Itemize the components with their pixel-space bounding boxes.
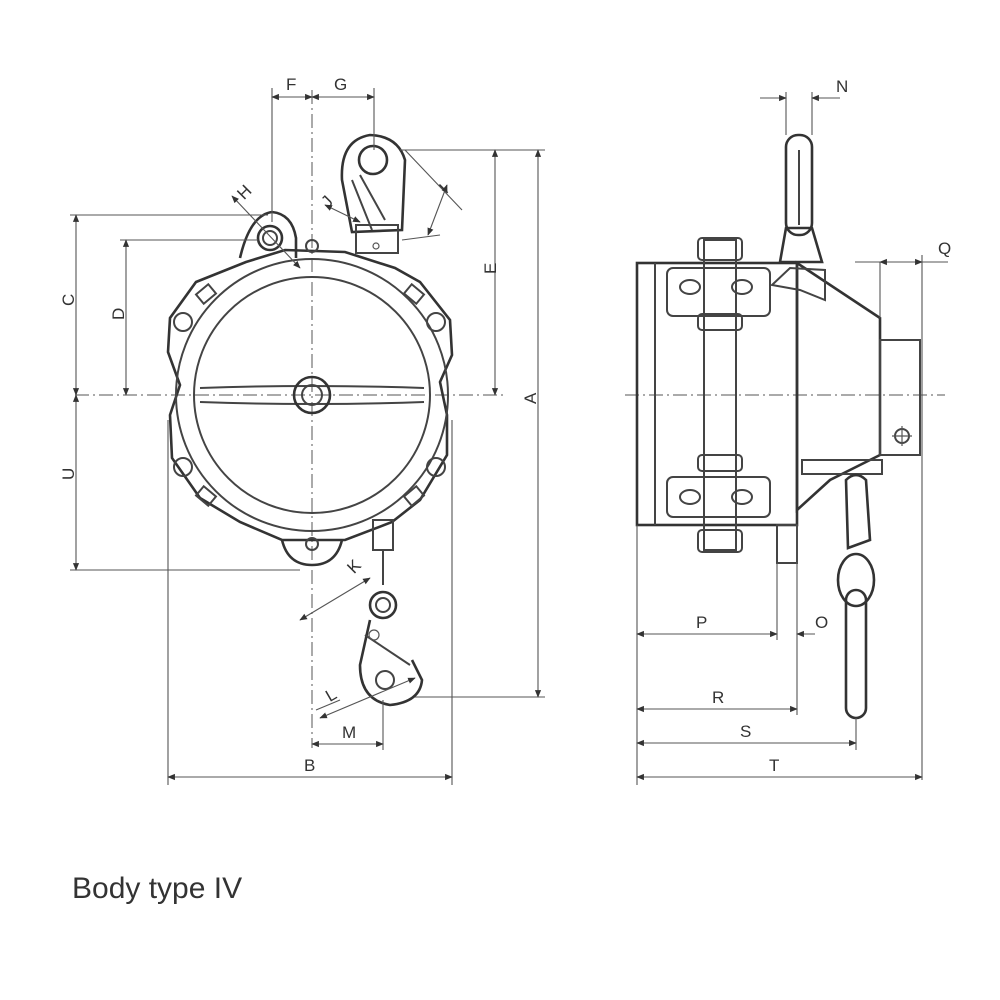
- dim-label-S: S: [740, 722, 751, 741]
- dim-label-J: J: [317, 192, 336, 211]
- dim-label-C: C: [59, 294, 78, 306]
- side-labels: N Q P O R S T: [696, 77, 951, 775]
- front-inner-drum: [193, 276, 431, 514]
- side-view: [625, 133, 945, 720]
- front-bolt-ears: [173, 282, 446, 508]
- dim-label-Q: Q: [938, 239, 951, 258]
- side-end-cover: [879, 339, 921, 456]
- top-hook-body: [340, 133, 407, 234]
- side-top-hook: [784, 133, 814, 237]
- dim-label-A: A: [521, 392, 540, 404]
- side-dimensions: [636, 92, 948, 785]
- side-bottom-block: [776, 524, 798, 564]
- front-outer-ring: [175, 258, 449, 532]
- dim-label-N: N: [836, 77, 848, 96]
- dim-label-T: T: [769, 756, 779, 775]
- bottom-hook-eye: [368, 590, 398, 620]
- front-top-bolt: [305, 239, 319, 253]
- dim-label-M: M: [342, 723, 356, 742]
- front-labels: F G H I J C D U E A K L M B: [59, 75, 540, 775]
- front-hub-outer: [292, 375, 332, 415]
- side-bottom-hook-swivel: [844, 473, 872, 550]
- front-hub-inner: [301, 384, 323, 406]
- figure-caption: Body type IV: [72, 872, 243, 905]
- side-body: [635, 261, 799, 527]
- top-hook-latch: [351, 174, 386, 231]
- side-top-swivel: [778, 226, 824, 264]
- bottom-hook-throat: [375, 670, 395, 690]
- side-bottom-hook-eye: [836, 552, 876, 608]
- side-cable-plate: [801, 459, 883, 475]
- side-top-bracket: [769, 266, 826, 302]
- dim-label-R: R: [712, 688, 724, 707]
- top-hook-eye: [357, 144, 389, 176]
- dim-label-G: G: [334, 75, 347, 94]
- dim-label-E: E: [481, 263, 500, 274]
- front-bottom-lug: [280, 539, 344, 567]
- dim-label-O: O: [815, 613, 828, 632]
- front-dimensions: [70, 88, 545, 785]
- bottom-hook-eye-inner: [375, 597, 391, 613]
- side-lower-clamp: [666, 476, 771, 518]
- side-bottom-hook: [844, 588, 868, 720]
- front-split-line-upper: [199, 385, 425, 389]
- dim-label-P: P: [696, 613, 707, 632]
- top-hook-swivel: [355, 224, 399, 254]
- front-bottom-bolt: [305, 537, 319, 551]
- front-lug-hole: [256, 224, 284, 252]
- dim-label-H: H: [233, 181, 255, 203]
- front-lug-hole-inner: [262, 230, 278, 246]
- side-housing: [795, 260, 882, 513]
- dim-label-K: K: [343, 555, 365, 577]
- side-upper-clamp: [666, 267, 771, 317]
- dim-label-U: U: [59, 468, 78, 480]
- front-split-line-lower: [199, 401, 425, 405]
- dim-label-L: L: [322, 684, 340, 705]
- bottom-hook-pin: [368, 629, 380, 641]
- top-hook-pin: [372, 242, 380, 250]
- dim-label-D: D: [109, 308, 128, 320]
- dim-label-F: F: [286, 75, 296, 94]
- dim-label-B: B: [304, 756, 315, 775]
- side-rod: [703, 239, 737, 551]
